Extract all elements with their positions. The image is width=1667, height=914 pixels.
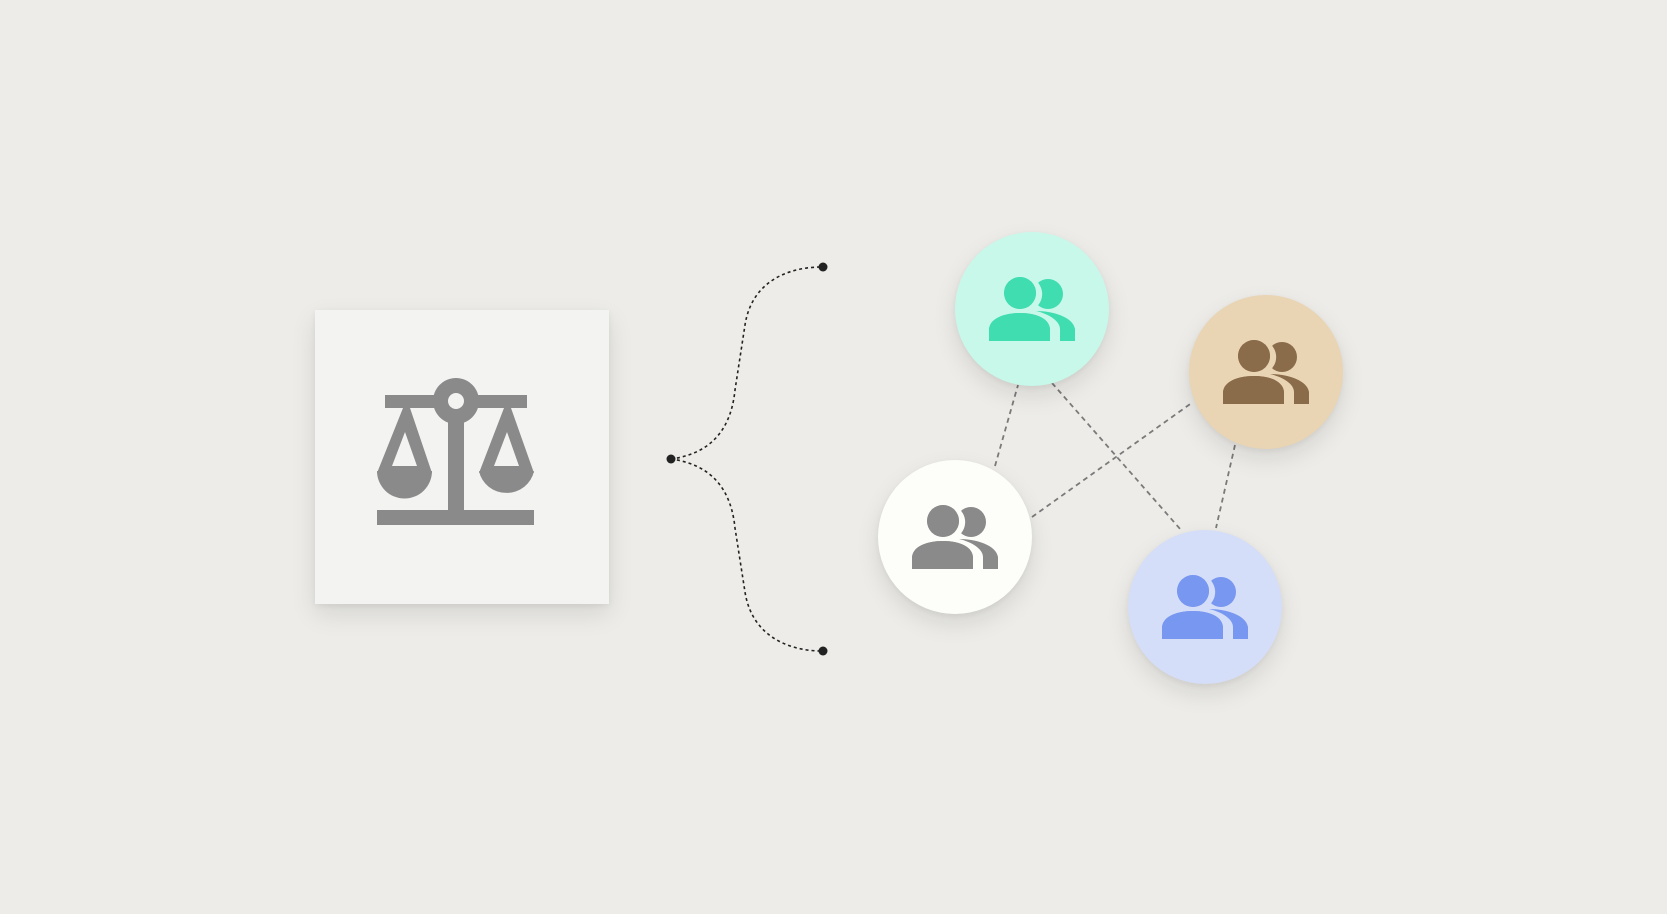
group-node-tan (1189, 295, 1343, 449)
brace-top-end-dot (818, 262, 828, 272)
link-white-tan (1031, 401, 1194, 518)
brace-origin-dot (666, 454, 676, 464)
brace-lower-curve (670, 458, 823, 652)
justice-card (315, 310, 609, 604)
people-group-icon (989, 277, 1075, 341)
group-node-teal (955, 232, 1109, 386)
people-group-icon (1162, 575, 1248, 639)
brace-upper-curve (670, 266, 823, 460)
link-teal-blue (1051, 382, 1182, 531)
scale-of-justice-icon (377, 377, 547, 537)
people-group-icon (912, 505, 998, 569)
brace-bottom-end-dot (818, 646, 828, 656)
group-node-blue (1128, 530, 1282, 684)
link-white-teal (994, 384, 1019, 467)
people-group-icon (1223, 340, 1309, 404)
group-node-white (878, 460, 1032, 614)
link-tan-blue (1215, 444, 1236, 529)
